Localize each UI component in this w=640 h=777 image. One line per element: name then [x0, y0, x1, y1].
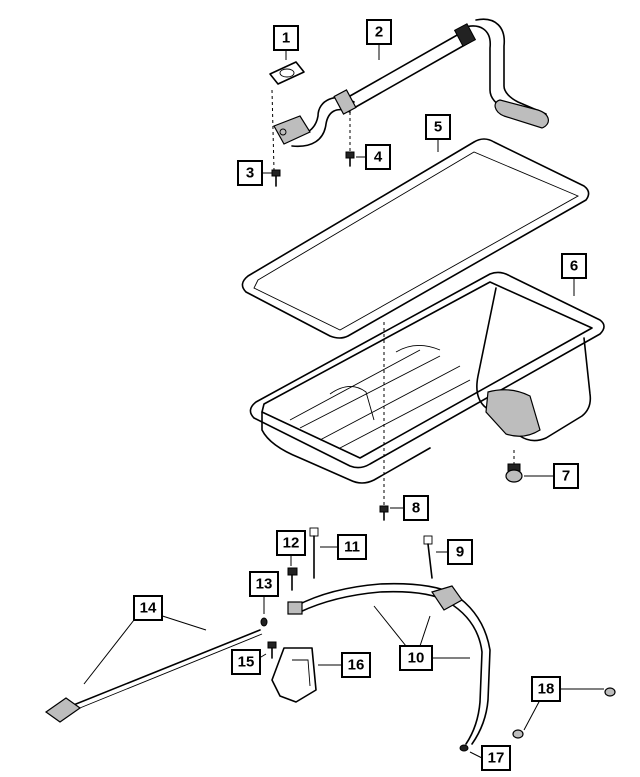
- callout-18: 18: [531, 676, 561, 702]
- stud-11-icon: [309, 527, 319, 579]
- bracket-icon: [271, 647, 317, 703]
- callout-8-label: 8: [412, 500, 420, 517]
- pickup-tube-gasket-icon: [269, 61, 305, 85]
- drain-plug-icon: [505, 450, 523, 483]
- callout-6-label: 6: [570, 258, 578, 275]
- callout-10-label: 10: [408, 650, 425, 667]
- callout-17-label: 17: [488, 750, 505, 767]
- callout-14-label: 14: [140, 600, 157, 617]
- o-ring-17-icon: [459, 744, 469, 752]
- callout-4-label: 4: [374, 149, 383, 166]
- callout-17: 17: [481, 745, 511, 771]
- bolt-12-icon: [287, 567, 298, 591]
- callout-5-label: 5: [434, 119, 442, 136]
- callout-7-label: 7: [562, 468, 570, 485]
- callout-12-label: 12: [283, 535, 300, 552]
- callout-13-label: 13: [256, 576, 273, 593]
- callout-16: 16: [341, 652, 371, 678]
- callout-2: 2: [366, 19, 392, 45]
- callout-3-label: 3: [246, 165, 254, 182]
- callout-11: 11: [337, 534, 367, 560]
- callout-18-label: 18: [538, 681, 555, 698]
- callout-9: 9: [447, 539, 473, 565]
- callout-11-label: 11: [344, 539, 360, 556]
- bolt-3-icon: [271, 89, 281, 187]
- callout-1-label: 1: [282, 30, 290, 47]
- callout-15: 15: [231, 649, 261, 675]
- bolt-4-icon: [345, 112, 355, 167]
- oil-pan-icon: [249, 271, 605, 484]
- callout-14: 14: [133, 595, 163, 621]
- o-ring-13-icon: [260, 617, 268, 627]
- callout-1: 1: [273, 25, 299, 51]
- callout-16-label: 16: [348, 657, 365, 674]
- callout-9-label: 9: [456, 544, 464, 561]
- callout-15-label: 15: [238, 654, 255, 671]
- callout-13: 13: [249, 571, 279, 597]
- callout-4: 4: [365, 144, 391, 170]
- oil-pan-gasket-icon: [241, 138, 590, 339]
- callout-6: 6: [561, 253, 587, 279]
- oil-pickup-tube-icon: [273, 18, 549, 148]
- callout-7: 7: [553, 463, 579, 489]
- nut-18-icon: [512, 687, 616, 739]
- bolt-9-icon: [423, 535, 433, 579]
- dipstick-tube-icon: [287, 582, 491, 745]
- bolt-8-icon: [379, 505, 389, 521]
- dipstick-icon: [44, 629, 263, 723]
- callout-3: 3: [237, 160, 263, 186]
- bolt-15-icon: [267, 641, 277, 659]
- callout-2-label: 2: [375, 24, 383, 41]
- callout-12: 12: [276, 530, 306, 556]
- callout-10: 10: [399, 645, 433, 671]
- callout-5: 5: [425, 114, 451, 140]
- callout-8: 8: [403, 495, 429, 521]
